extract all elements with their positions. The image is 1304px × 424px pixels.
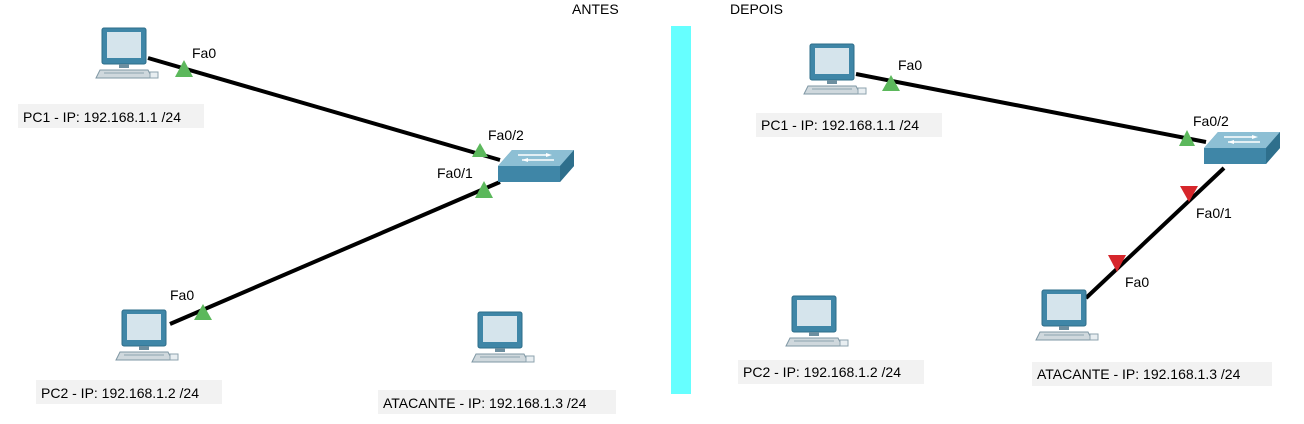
before-pc2-label: PC2 - IP: 192.168.1.2 /24 [41,385,199,401]
before-pc1-icon[interactable] [95,27,159,79]
before-pc2-port-status-icon [194,304,212,320]
after-pc2-icon[interactable] [785,295,849,347]
before-pc1-port: Fa0 [192,45,216,61]
after-pc1-port-status-icon [882,75,900,91]
before-title: ANTES [572,1,619,17]
after-links [855,72,1226,300]
before-attacker-label: ATACANTE - IP: 192.168.1.3 /24 [383,395,587,411]
after-sw-fa02-status-icon [1179,130,1195,146]
before-pc2-icon[interactable] [115,309,179,361]
after-sw-fa01-status-icon [1180,186,1198,202]
after-pc2-label: PC2 - IP: 192.168.1.2 /24 [743,364,901,380]
before-pc1-label: PC1 - IP: 192.168.1.1 /24 [23,109,181,125]
before-switch-icon[interactable] [497,149,575,183]
before-attacker-icon[interactable] [471,311,535,363]
before-pc1-port-status-icon [175,60,193,77]
before-pc2-port: Fa0 [170,287,194,303]
before-links [147,56,501,326]
before-sw-fa01-status-icon [475,181,493,198]
before-switch-port-pc1: Fa0/2 [488,127,524,143]
after-attacker-port-status-icon [1108,255,1126,272]
section-divider [671,26,691,394]
after-title: DEPOIS [730,1,783,17]
after-switch-port-attacker: Fa0/1 [1196,205,1232,221]
before-sw-fa02-status-icon [472,143,488,157]
after-pc1-icon[interactable] [803,43,867,95]
after-switch-port-pc1: Fa0/2 [1193,113,1229,129]
after-pc1-label: PC1 - IP: 192.168.1.1 /24 [761,117,919,133]
after-switch-icon[interactable] [1203,131,1281,165]
before-switch-port-pc2: Fa0/1 [437,165,473,181]
after-attacker-port: Fa0 [1125,274,1149,290]
after-attacker-label: ATACANTE - IP: 192.168.1.3 /24 [1037,366,1241,382]
after-pc1-port: Fa0 [898,57,922,73]
